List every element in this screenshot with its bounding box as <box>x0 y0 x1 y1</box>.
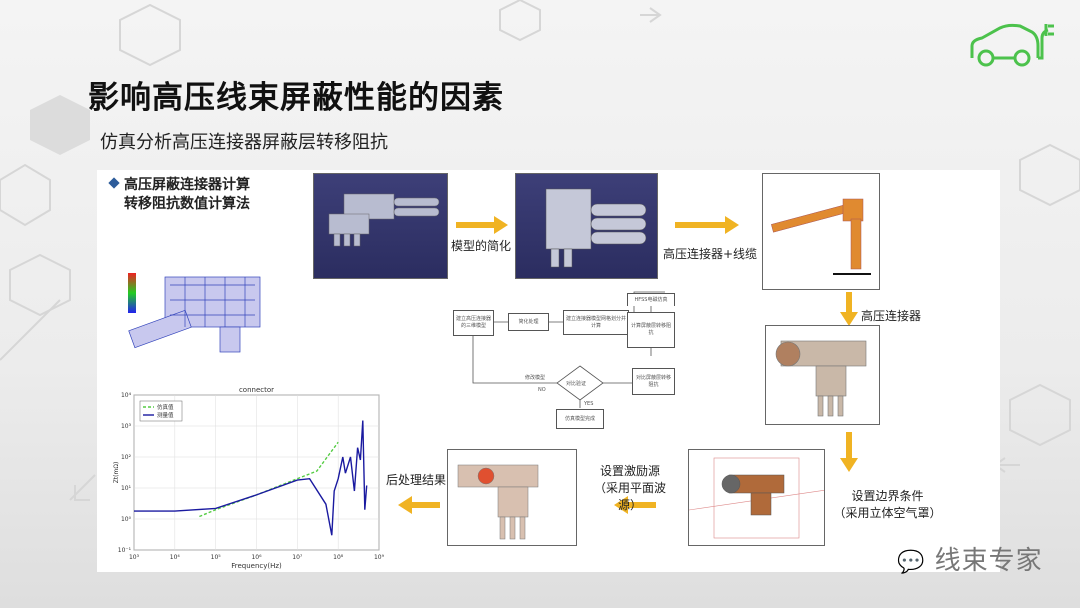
series-line-0 <box>199 441 339 518</box>
arrow-down-icon <box>840 432 858 472</box>
connector-cable-image <box>762 173 880 290</box>
boundary-line-2: （采用立体空气罩） <box>833 506 942 520</box>
flow-box-done: 仿真模型完成 <box>556 409 604 429</box>
y-tick-label: 10³ <box>121 423 132 430</box>
flow-edge-modify: 修改模型 <box>525 375 546 381</box>
y-tick-label: 10⁴ <box>121 392 132 399</box>
step-label-simplify: 模型的简化 <box>450 239 511 253</box>
arrow-left-icon <box>398 496 440 514</box>
flow-edge-no: NO <box>538 387 546 393</box>
y-tick-label: 10¹ <box>121 485 132 492</box>
arrow-right-icon <box>675 216 739 234</box>
plane-wave-image <box>447 449 577 546</box>
connector-mesh-image <box>765 325 880 425</box>
arrow-down-icon <box>840 292 858 326</box>
step-label-connector-cable: 高压连接器+线缆 <box>662 247 758 261</box>
flow-box-compare: 对比屏蔽层转移阻抗 <box>632 368 675 395</box>
diamond-bullet-icon <box>108 177 120 189</box>
bullet-line-2: 转移阻抗数值计算法 <box>124 196 250 212</box>
bullet-line-1: 高压屏蔽连接器计算 <box>124 177 250 193</box>
legend-label: 仿真值 <box>157 403 174 411</box>
air-box-image <box>688 449 825 546</box>
wechat-icon: 💬 <box>897 550 926 575</box>
x-tick-label: 10⁶ <box>251 554 262 561</box>
y-tick-label: 10⁰ <box>121 516 132 523</box>
arrow-left-icon <box>614 496 656 514</box>
simplified-model-image <box>515 173 658 279</box>
chart-title: connector <box>239 386 274 394</box>
x-tick-label: 10⁵ <box>211 554 222 561</box>
watermark: 💬 线束专家 <box>897 540 1043 577</box>
transfer-impedance-chart: 10³ 10⁴ 10⁵ 10⁶ 10⁷ 10⁸ 10⁹ 10⁻¹ 10⁰ 10¹ 10² 10³ 10⁴… <box>113 386 385 570</box>
cad-model-image <box>313 173 448 279</box>
flow-box-hfss: HFSS电磁仿真 <box>627 293 675 306</box>
arrow-right-icon <box>456 216 508 234</box>
x-tick-label: 10⁴ <box>170 554 181 561</box>
flow-box-calc: 计算屏蔽层转移阻抗 <box>627 312 675 348</box>
watermark-text: 线束专家 <box>934 546 1043 576</box>
flow-box-model: 建立高压连接器的三维模型 <box>453 310 494 336</box>
boundary-line-1: 设置边界条件 <box>851 489 924 503</box>
flow-box-mesh: 建立连接器模型网格划分并计算 <box>563 310 629 335</box>
x-tick-label: 10⁷ <box>292 554 303 561</box>
electric-car-plug-icon <box>970 23 1054 67</box>
x-axis-label: Frequency(Hz) <box>231 562 282 570</box>
series-line-1 <box>134 420 368 536</box>
x-tick-label: 10⁸ <box>333 554 344 561</box>
slide-title: 影响高压线束屏蔽性能的因素 <box>88 80 504 116</box>
excitation-line-2: （采用平面波源） <box>593 481 666 512</box>
flow-decision: 对比验证 <box>566 381 587 387</box>
y-tick-label: 10² <box>121 454 132 461</box>
simulation-flowchart: 建立高压连接器的三维模型 简化处理 建立连接器模型网格划分并计算 HFSS电磁仿… <box>420 288 675 438</box>
flow-box-simplify: 简化处理 <box>508 313 549 331</box>
step-label-boundary: 设置边界条件 （采用立体空气罩） <box>825 488 950 522</box>
bullet-heading: 高压屏蔽连接器计算 转移阻抗数值计算法 <box>108 176 250 214</box>
step-label-postprocess: 后处理结果 <box>385 473 446 487</box>
x-tick-label: 10³ <box>129 554 140 561</box>
flow-edge-yes: YES <box>584 401 594 407</box>
excitation-line-1: 设置激励源 <box>599 464 660 478</box>
connector-mesh-result-image <box>120 265 280 373</box>
y-tick-label: 10⁻¹ <box>118 547 132 554</box>
step-label-excitation: 设置激励源 （采用平面波源） <box>585 463 675 514</box>
legend-box <box>139 400 183 422</box>
legend-label: 测量值 <box>157 411 174 419</box>
y-axis-label: Zt(mΩ) <box>113 462 120 484</box>
x-tick-label: 10⁹ <box>374 554 385 561</box>
step-label-connector: 高压连接器 <box>860 309 921 323</box>
slide-subtitle: 仿真分析高压连接器屏蔽层转移阻抗 <box>100 132 388 153</box>
